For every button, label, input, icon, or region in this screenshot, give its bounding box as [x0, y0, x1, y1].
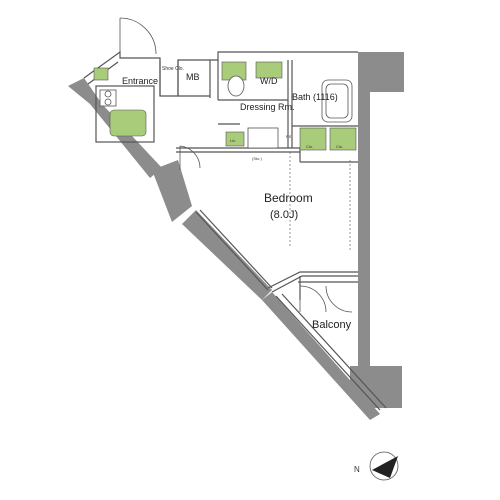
- balcony-edge-wall: [262, 292, 380, 420]
- room-label-wd: W/D: [260, 76, 278, 86]
- room-label-balcony: Balcony: [312, 319, 352, 331]
- toilet: [227, 75, 245, 97]
- closet-right: [329, 127, 357, 151]
- room-label-bedroom: Bedroom: [264, 191, 313, 205]
- exterior-walls: [68, 52, 404, 420]
- room-label-dressing: Dressing Rm.: [240, 102, 295, 112]
- label-ps: PS: [286, 134, 292, 139]
- kitchen-sink: [109, 109, 147, 137]
- room-label-entrance: Entrance: [122, 76, 158, 86]
- label-clo-left: Clo.: [306, 144, 313, 149]
- bathtub-inner: [325, 83, 349, 119]
- room-label-shoe-clo: Shoe Clo.: [162, 66, 184, 72]
- closet-left: [299, 127, 327, 151]
- label-clo-right: Clo.: [336, 144, 343, 149]
- linen-shelf: [225, 131, 245, 147]
- compass-label: N: [354, 465, 360, 474]
- room-label-bath: Bath (1116): [292, 92, 338, 102]
- stove-area: [99, 89, 117, 107]
- shelf: [255, 61, 283, 79]
- label-lin: Lin: [230, 138, 235, 143]
- white-fixtures: [99, 75, 353, 149]
- room-label-mb: MB: [186, 72, 200, 82]
- label-sto: (Sto.): [252, 156, 262, 161]
- room-label-bedroom-size: (8.0J): [270, 209, 298, 221]
- right-wall: [358, 92, 370, 366]
- washer: [247, 127, 279, 149]
- diagonal-lower-wall: [182, 210, 272, 300]
- green-fixtures: [93, 61, 357, 151]
- right-column-top: [358, 52, 404, 92]
- north-arrow-icon: N: [354, 451, 399, 481]
- left-column: [152, 160, 192, 222]
- shoe-closet: [93, 67, 109, 81]
- door-swings: [119, 17, 353, 313]
